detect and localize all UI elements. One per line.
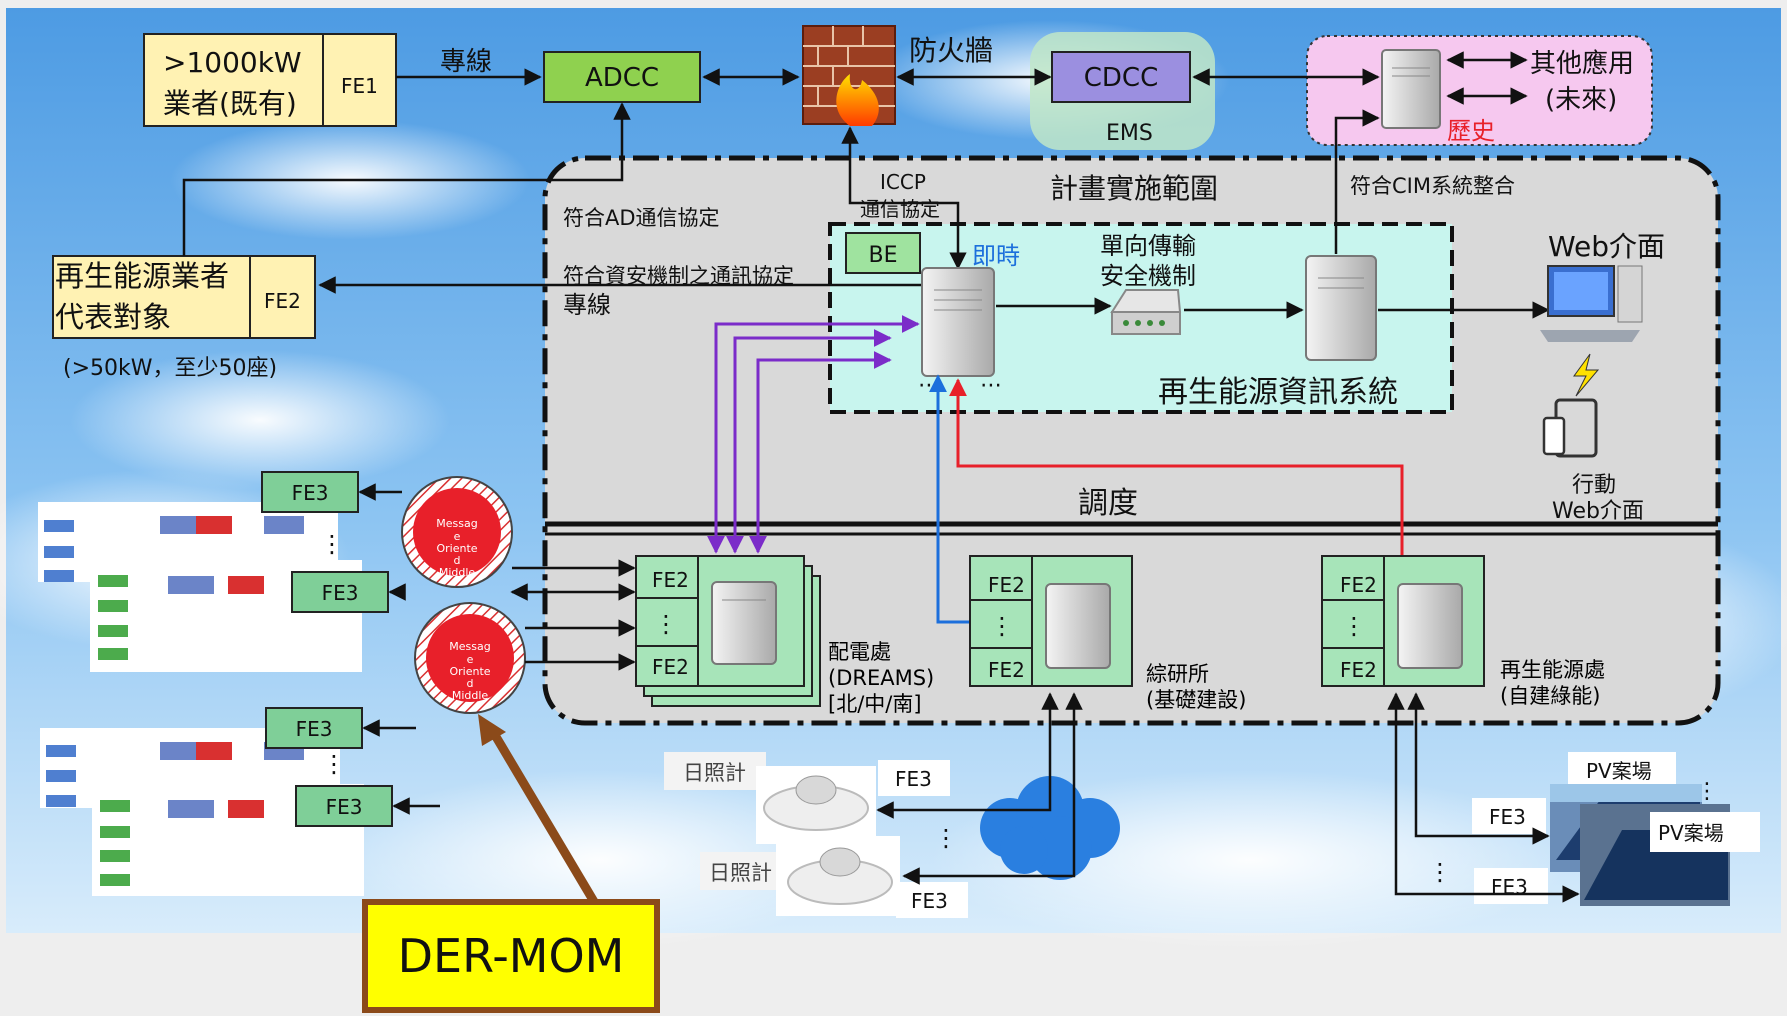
system-name-label: 再生能源資訊系統	[1158, 375, 1398, 410]
pv-vdots: ⋮	[1696, 779, 1718, 804]
dedicated-line-label: 專線	[440, 47, 492, 77]
der-mom-label: DER-MOM	[398, 929, 625, 983]
mobile-label-line2: Web介面	[1552, 499, 1644, 524]
fe3-label-left-2: FE3	[322, 581, 359, 605]
oneway-gateway-icon	[1112, 290, 1180, 334]
research-group: FE2 ⋮ FE2	[970, 556, 1132, 686]
renewable-fe2-top: FE2	[1340, 573, 1377, 597]
left-vdots-top: ⋮	[320, 530, 344, 558]
fe3-label-left-1: FE3	[292, 481, 329, 505]
research-server-icon	[1046, 584, 1110, 668]
pyranometer-label-1: 日照計	[683, 761, 746, 785]
pv-site-label-2: PV案場	[1658, 821, 1724, 845]
fe3-label-left-4: FE3	[326, 795, 363, 819]
firewall-icon	[803, 26, 895, 126]
renewable-label-line1: 再生能源處	[1500, 658, 1605, 682]
server-dots-right: ⋯	[980, 373, 1002, 398]
iccp-label-line1: ICCP	[880, 170, 926, 194]
dreams-label-line2: (DREAMS)	[828, 666, 934, 690]
research-fe2-top: FE2	[988, 573, 1025, 597]
fe3-box-left-3: FE3	[266, 708, 362, 748]
dedicated-line-label-2: 專線	[563, 291, 611, 319]
be-box: BE	[846, 233, 920, 273]
desktop-computer-icon	[1540, 266, 1642, 342]
mw2-line1: Messag	[449, 640, 490, 653]
pyranometer-vdots: ⋮	[934, 824, 958, 852]
research-label-line1: 綜研所	[1146, 662, 1209, 686]
history-label: 歷史	[1447, 117, 1495, 145]
mw1-line5: Middle	[439, 566, 476, 579]
dreams-vdots: ⋮	[654, 610, 678, 638]
dreams-label-line1: 配電處	[828, 640, 891, 664]
renewable-fe2-bottom: FE2	[1340, 658, 1377, 682]
research-fe2-bottom: FE2	[988, 658, 1025, 682]
ad-protocol-label: 符合AD通信協定	[563, 206, 720, 230]
fe3-label-pyranometer-1: FE3	[895, 767, 932, 791]
cdcc-box: CDCC	[1052, 52, 1190, 102]
cdcc-label: CDCC	[1084, 63, 1158, 93]
oneway-label-line2: 安全機制	[1100, 262, 1196, 290]
dreams-fe2-top: FE2	[652, 568, 689, 592]
pyranometer-label-2: 日照計	[709, 861, 772, 885]
fe3-box-left-1: FE3	[262, 472, 358, 512]
message-middleware-1: Messag e Oriente d Middle	[402, 477, 512, 587]
research-label-line2: (基礎建設)	[1146, 688, 1246, 712]
fe2-operator-box: 再生能源業者 代表對象 FE2	[53, 256, 315, 338]
other-apps-line1: 其他應用	[1530, 49, 1634, 79]
dreams-label-line3: [北/中/南]	[828, 692, 922, 716]
history-server-icon	[1382, 50, 1440, 128]
mw2-line5: Middle	[452, 689, 489, 702]
mw1-line1: Messag	[436, 517, 477, 530]
renewable-dept-group: FE2 ⋮ FE2	[1322, 556, 1484, 686]
fe3-label-pv-2: FE3	[1491, 875, 1528, 899]
fe2-note: (>50kW，至少50座)	[63, 356, 277, 381]
realtime-label: 即時	[972, 242, 1020, 270]
realtime-server-icon	[922, 268, 994, 376]
fe1-operator-box: >1000kW 業者(既有) FE1	[144, 34, 396, 126]
research-vdots: ⋮	[990, 612, 1014, 640]
fe3-label-left-3: FE3	[296, 717, 333, 741]
web-interface-label: Web介面	[1548, 230, 1665, 263]
fe2-code: FE2	[264, 289, 301, 313]
der-mom-box: DER-MOM	[365, 902, 657, 1010]
scope-title: 計畫實施範圍	[1050, 172, 1218, 205]
dispatch-label: 調度	[1078, 486, 1138, 521]
renewable-label-line2: (自建綠能)	[1500, 684, 1600, 708]
cim-label: 符合CIM系統整合	[1350, 174, 1515, 198]
pv-link-vdots: ⋮	[1428, 858, 1452, 886]
fe1-code: FE1	[341, 74, 378, 98]
dreams-server-icon	[712, 582, 776, 664]
renewable-vdots: ⋮	[1342, 612, 1366, 640]
web-server-icon	[1306, 256, 1376, 360]
adcc-box: ADCC	[544, 52, 700, 102]
dreams-group: FE2 ⋮ FE2	[636, 556, 820, 706]
fe2-title-line2: 代表對象	[55, 300, 171, 334]
fe1-title-line2: 業者(既有)	[163, 87, 297, 120]
renewable-server-icon	[1398, 584, 1462, 668]
fe2-title-line1: 再生能源業者	[55, 259, 229, 293]
be-label: BE	[869, 243, 898, 268]
oneway-label-line1: 單向傳輸	[1100, 232, 1196, 260]
iccp-label-line2: 通信協定	[860, 197, 940, 221]
fe3-label-pyranometer-2: FE3	[911, 889, 948, 913]
ems-label: EMS	[1106, 121, 1153, 146]
mobile-label-line1: 行動	[1572, 473, 1616, 498]
other-apps-line2: (未來)	[1545, 85, 1617, 115]
pv-site-label-1: PV案場	[1586, 759, 1652, 783]
fe3-box-left-2: FE3	[292, 572, 388, 612]
fe3-label-pv-1: FE3	[1489, 805, 1526, 829]
dreams-fe2-bottom: FE2	[652, 655, 689, 679]
fe1-title-line1: >1000kW	[163, 46, 302, 79]
fe3-box-left-4: FE3	[296, 786, 392, 826]
adcc-label: ADCC	[585, 63, 659, 93]
security-protocol-label: 符合資安機制之通訊協定	[563, 264, 794, 288]
message-middleware-2: Messag e Oriente d Middle	[415, 603, 525, 713]
left-vdots-bottom: ⋮	[322, 750, 346, 778]
firewall-label: 防火牆	[909, 34, 993, 67]
